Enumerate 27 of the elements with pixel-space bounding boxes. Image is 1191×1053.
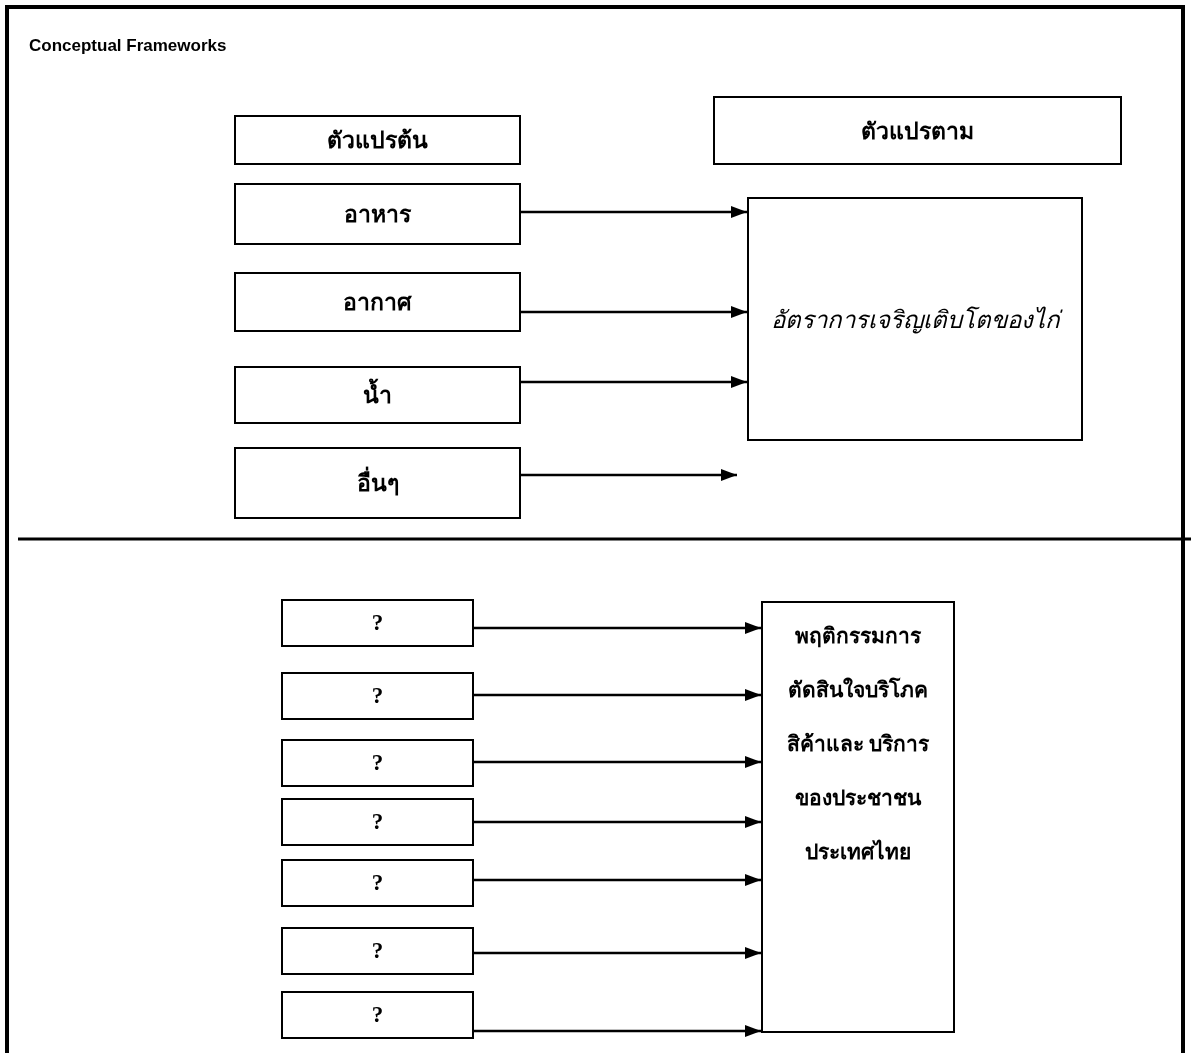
arrow (521, 376, 747, 388)
arrow (474, 947, 761, 959)
variable-box: ? (281, 798, 474, 846)
variable-box: อาหาร (234, 183, 521, 245)
variable-box: ? (281, 859, 474, 907)
arrow (474, 816, 761, 828)
variable-box: น้ำ (234, 366, 521, 424)
arrow (474, 622, 761, 634)
heading: Conceptual Frameworks (29, 36, 227, 56)
arrow (521, 469, 737, 481)
arrow (521, 306, 747, 318)
outcome-box: พฤติกรรมการตัดสินใจบริโภคสิค้าและ บริการของประชาชนประเทศไทย (761, 601, 955, 1033)
arrow (474, 689, 761, 701)
outcome-box: อัตราการเจริญเติบโตของไก่ (747, 197, 1083, 441)
arrow (521, 206, 747, 218)
variable-box: ? (281, 599, 474, 647)
variable-box: อากาศ (234, 272, 521, 332)
variable-box: อื่นๆ (234, 447, 521, 519)
variable-box: ? (281, 927, 474, 975)
arrow (474, 756, 761, 768)
header-box: ตัวแปรตาม (713, 96, 1122, 165)
header-box: ตัวแปรต้น (234, 115, 521, 165)
variable-box: ? (281, 672, 474, 720)
arrow (474, 1025, 761, 1037)
variable-box: ? (281, 739, 474, 787)
arrow (474, 874, 761, 886)
variable-box: ? (281, 991, 474, 1039)
